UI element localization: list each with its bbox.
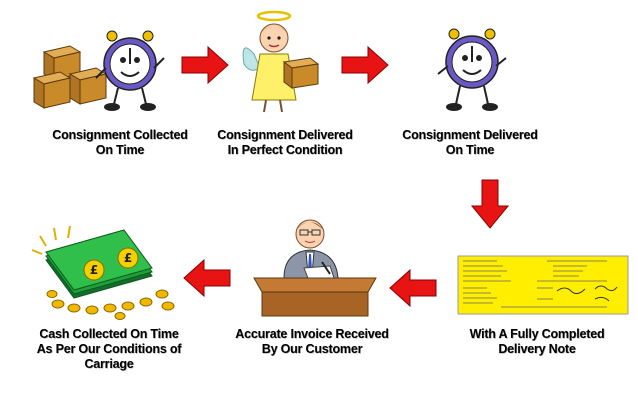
step-6-line-3: Carriage bbox=[84, 357, 134, 371]
svg-text:£: £ bbox=[90, 263, 98, 277]
cash-and-coins-icon: £ £ bbox=[31, 225, 175, 320]
step-1-caption: Consignment Collected On Time bbox=[30, 128, 210, 158]
step-1-line-1: Consignment Collected bbox=[52, 128, 188, 142]
red-arrow-left-icon bbox=[389, 268, 437, 308]
red-arrow-down-icon bbox=[470, 179, 510, 229]
step-4-caption: With A Fully Completed Delivery Note bbox=[448, 327, 626, 357]
step-4-line-2: Delivery Note bbox=[498, 342, 576, 356]
clock-with-boxes-icon bbox=[32, 30, 165, 111]
step-5-caption: Accurate Invoice Received By Our Custome… bbox=[220, 327, 404, 357]
clock-character-icon bbox=[437, 28, 507, 111]
step-2-caption: Consignment Delivered In Perfect Conditi… bbox=[195, 128, 375, 158]
step-6-caption: Cash Collected On Time As Per Our Condit… bbox=[18, 327, 200, 372]
step-5-line-1: Accurate Invoice Received bbox=[235, 327, 389, 341]
step-6-line-1: Cash Collected On Time bbox=[39, 327, 179, 341]
step-1-line-2: On Time bbox=[95, 143, 145, 157]
step-3-line-1: Consignment Delivered bbox=[402, 128, 538, 142]
step-3-caption: Consignment Delivered On Time bbox=[380, 128, 560, 158]
red-arrow-icon bbox=[341, 45, 389, 85]
step-4-line-1: With A Fully Completed bbox=[469, 327, 605, 341]
red-arrow-icon bbox=[181, 45, 229, 85]
step-2-line-2: In Perfect Condition bbox=[227, 143, 343, 157]
step-5-line-2: By Our Customer bbox=[261, 342, 363, 356]
angel-with-box-icon bbox=[242, 10, 320, 113]
step-3-line-2: On Time bbox=[445, 143, 495, 157]
svg-text:£: £ bbox=[124, 251, 132, 265]
step-2-line-1: Consignment Delivered bbox=[217, 128, 353, 142]
red-arrow-left-icon bbox=[183, 258, 231, 298]
man-at-desk-icon bbox=[253, 219, 377, 317]
step-6-line-2: As Per Our Conditions of bbox=[36, 342, 182, 356]
delivery-note-icon bbox=[457, 255, 629, 315]
